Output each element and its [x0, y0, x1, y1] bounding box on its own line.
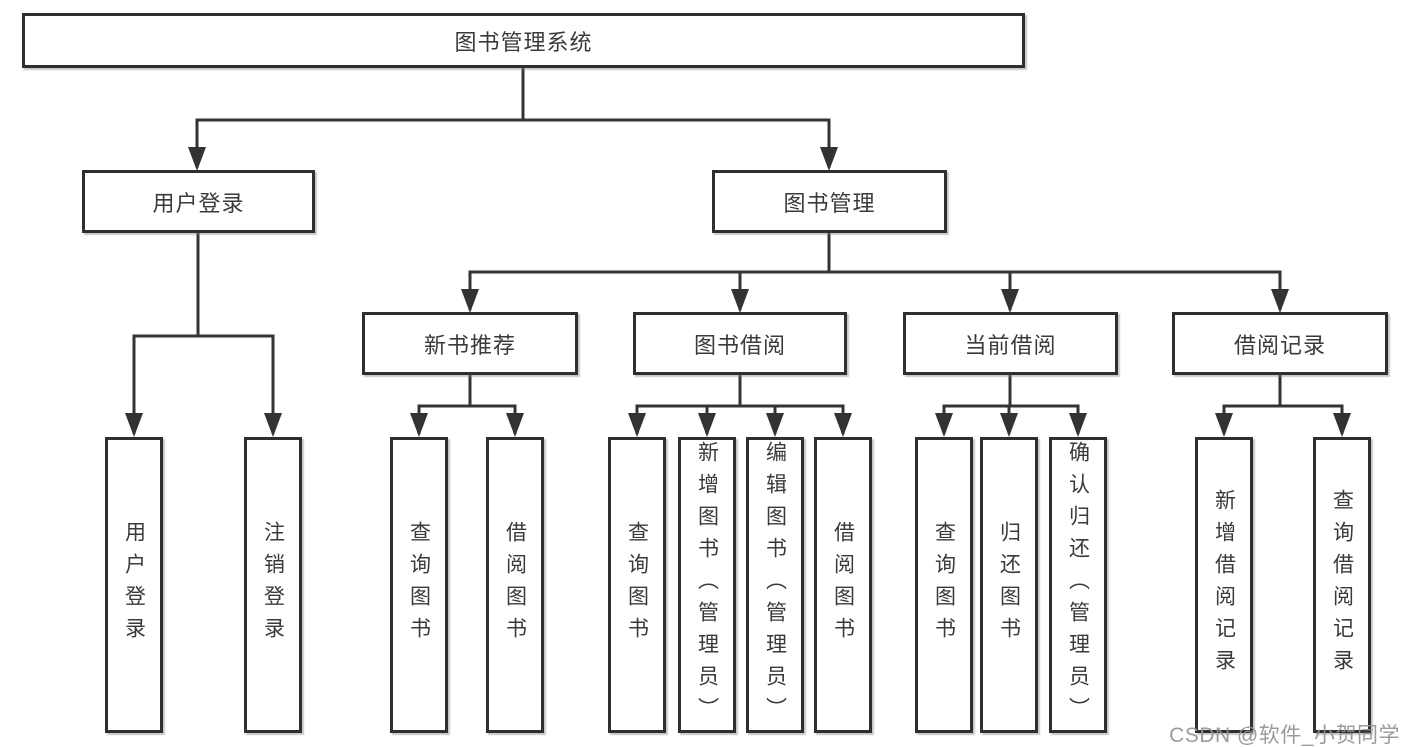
node-library-management-system: 图书管理系统 — [22, 13, 1025, 68]
leaf-confirm-return-admin: 确认归还（管理员） — [1049, 437, 1107, 733]
leaf-edit-books-admin: 编辑图书（管理员） — [746, 437, 804, 733]
connector-new-book-recommend — [410, 375, 524, 437]
connector-root-to-level2 — [188, 68, 838, 171]
leaf-label: 查询图书 — [932, 521, 956, 649]
leaf-label: 用户登录 — [122, 521, 146, 649]
node-label: 新书推荐 — [423, 332, 516, 358]
leaf-label: 借阅图书 — [503, 521, 527, 649]
node-borrowing-records: 借阅记录 — [1172, 312, 1388, 375]
leaf-user-login: 用户登录 — [105, 437, 163, 733]
connector-current-borrowing — [935, 375, 1087, 437]
leaf-logout: 注销登录 — [244, 437, 302, 733]
leaf-query-borrow-record: 查询借阅记录 — [1313, 437, 1371, 733]
leaf-borrow-books: 借阅图书 — [814, 437, 872, 733]
connector-user-login-branch — [125, 233, 282, 437]
node-label: 图书借阅 — [693, 332, 786, 358]
leaf-label: 查询图书 — [407, 521, 431, 649]
node-label: 用户登录 — [152, 190, 245, 216]
leaf-query-books-borrowing: 查询图书 — [608, 437, 666, 733]
leaf-query-books-current: 查询图书 — [915, 437, 973, 733]
leaf-label: 归还图书 — [997, 521, 1021, 649]
node-current-borrowing: 当前借阅 — [903, 312, 1118, 375]
node-new-book-recommend: 新书推荐 — [362, 312, 578, 375]
node-label: 当前借阅 — [964, 332, 1057, 358]
leaf-borrow-books-recommend: 借阅图书 — [486, 437, 544, 733]
leaf-label: 注销登录 — [261, 521, 285, 649]
leaf-label: 新增借阅记录 — [1212, 489, 1236, 681]
leaf-label: 查询图书 — [625, 521, 649, 649]
leaf-return-books: 归还图书 — [980, 437, 1038, 733]
node-label: 图书管理 — [783, 190, 876, 216]
node-user-login-branch: 用户登录 — [82, 170, 315, 233]
node-book-management-branch: 图书管理 — [712, 170, 947, 233]
leaf-label: 编辑图书（管理员） — [763, 441, 787, 729]
node-label: 图书管理系统 — [454, 29, 593, 55]
leaf-label: 新增图书（管理员） — [695, 441, 719, 729]
leaf-add-borrow-record: 新增借阅记录 — [1195, 437, 1253, 733]
node-label: 借阅记录 — [1233, 332, 1326, 358]
leaf-label: 借阅图书 — [831, 521, 855, 649]
leaf-query-books-recommend: 查询图书 — [390, 437, 448, 733]
node-book-borrowing: 图书借阅 — [633, 312, 847, 375]
connector-book-management-branch — [461, 233, 1289, 313]
connector-book-borrowing — [628, 375, 852, 437]
leaf-label: 查询借阅记录 — [1330, 489, 1354, 681]
connector-borrowing-records — [1215, 375, 1351, 437]
csdn-watermark: CSDN @软件_小贺同学 — [1169, 724, 1400, 747]
leaf-label: 确认归还（管理员） — [1066, 441, 1090, 729]
leaf-add-books-admin: 新增图书（管理员） — [678, 437, 736, 733]
